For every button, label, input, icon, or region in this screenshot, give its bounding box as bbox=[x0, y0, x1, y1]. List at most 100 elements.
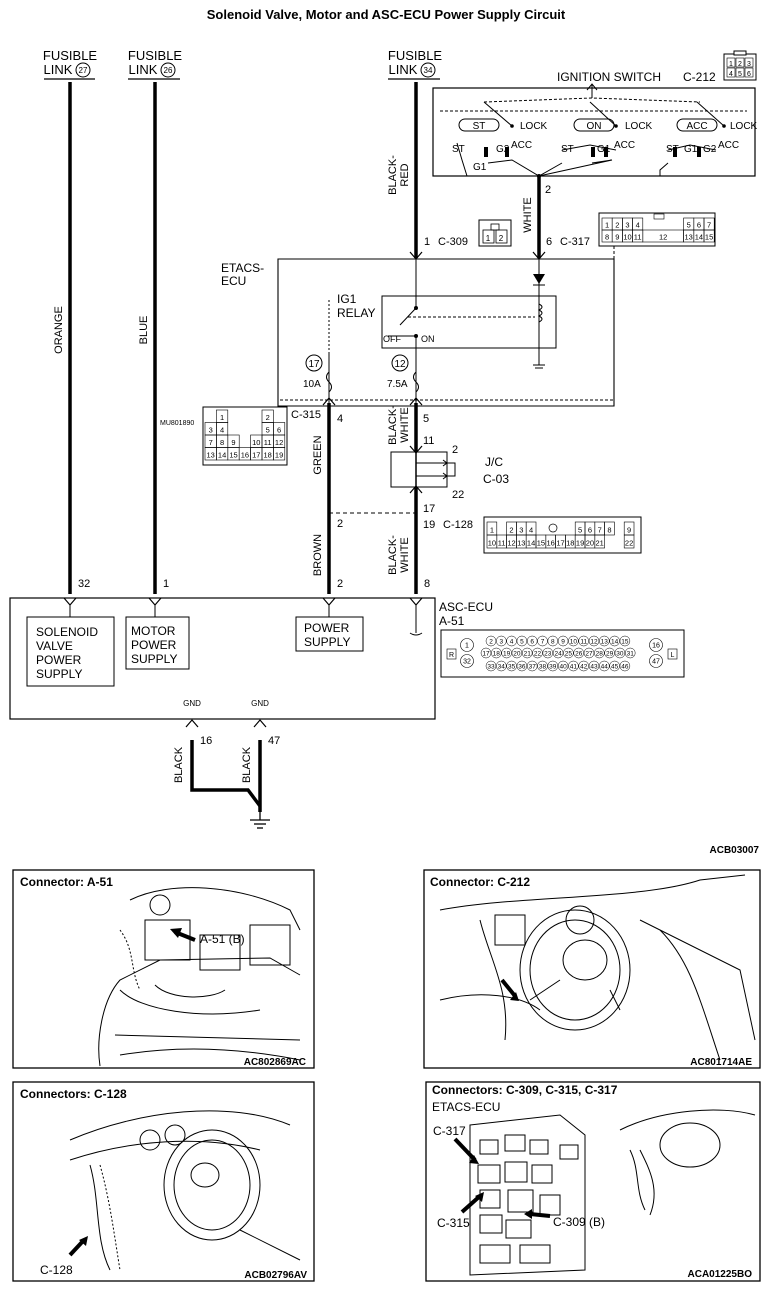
svg-text:5: 5 bbox=[423, 413, 429, 425]
wire-label-brown: BROWN bbox=[312, 534, 324, 576]
svg-text:C-315: C-315 bbox=[291, 409, 321, 421]
svg-text:RELAY: RELAY bbox=[337, 306, 375, 320]
svg-text:G1: G1 bbox=[684, 144, 698, 155]
svg-text:C-317: C-317 bbox=[433, 1124, 466, 1138]
svg-text:ST: ST bbox=[666, 144, 679, 155]
svg-text:8: 8 bbox=[220, 438, 224, 447]
svg-text:1: 1 bbox=[486, 234, 491, 243]
svg-text:ON: ON bbox=[587, 121, 602, 132]
panel-etacs-connectors: Connectors: C-309, C-315, C-317 ETACS-EC… bbox=[425, 1081, 761, 1282]
wire-label-white: WHITE bbox=[522, 197, 534, 232]
svg-text:30: 30 bbox=[616, 651, 624, 658]
svg-text:12: 12 bbox=[507, 539, 515, 548]
wire-label-blue: BLUE bbox=[138, 316, 150, 345]
panel-a51: Connector: A-51 A-51 (B) AC802869AC bbox=[12, 869, 315, 1069]
svg-text:5: 5 bbox=[738, 71, 742, 78]
svg-text:ACC: ACC bbox=[718, 140, 739, 151]
svg-text:POWER: POWER bbox=[131, 638, 177, 652]
ignition-switch: IGNITION SWITCH C-212 1 2 3 4 5 6 bbox=[432, 50, 758, 196]
dashboard-sketch bbox=[69, 1110, 301, 1271]
diagram-code: ACB03007 bbox=[710, 845, 760, 856]
svg-text:C-212: C-212 bbox=[683, 70, 716, 84]
svg-text:4: 4 bbox=[636, 221, 640, 230]
svg-text:ST: ST bbox=[473, 121, 486, 132]
fusible-link-26: FUSIBLE LINK 26 bbox=[128, 48, 182, 80]
svg-text:16: 16 bbox=[652, 643, 660, 650]
svg-text:34: 34 bbox=[498, 664, 506, 671]
svg-text:38: 38 bbox=[539, 664, 547, 671]
svg-text:SOLENOID: SOLENOID bbox=[36, 625, 98, 639]
svg-text:GND: GND bbox=[251, 699, 269, 708]
svg-text:11: 11 bbox=[580, 639, 587, 646]
svg-text:OFF: OFF bbox=[383, 334, 401, 344]
wire-label-bw-1a: BLACK- bbox=[387, 405, 399, 445]
svg-text:1: 1 bbox=[220, 413, 224, 422]
svg-text:AC802869AC: AC802869AC bbox=[244, 1057, 306, 1068]
svg-text:C-128: C-128 bbox=[40, 1263, 73, 1277]
svg-text:8: 8 bbox=[605, 233, 609, 242]
svg-text:17: 17 bbox=[482, 651, 490, 658]
svg-text:VALVE: VALVE bbox=[36, 639, 73, 653]
svg-text:46: 46 bbox=[621, 664, 629, 671]
svg-text:14: 14 bbox=[218, 451, 226, 460]
svg-text:5: 5 bbox=[266, 426, 270, 435]
svg-text:13: 13 bbox=[685, 233, 693, 242]
svg-text:18: 18 bbox=[566, 539, 574, 548]
svg-text:1: 1 bbox=[465, 643, 469, 650]
svg-text:21: 21 bbox=[524, 651, 532, 658]
wire-label-black-1: BLACK bbox=[173, 746, 185, 783]
svg-text:C-309: C-309 bbox=[438, 236, 468, 248]
svg-text:13: 13 bbox=[207, 451, 215, 460]
svg-text:47: 47 bbox=[652, 659, 660, 666]
svg-text:LOCK: LOCK bbox=[520, 121, 548, 132]
joint-connector-c03: 11 2 22 J/C C-03 17 bbox=[390, 435, 509, 515]
svg-text:10: 10 bbox=[570, 639, 578, 646]
svg-text:SUPPLY: SUPPLY bbox=[304, 635, 350, 649]
svg-text:ST: ST bbox=[561, 144, 574, 155]
harness-wires bbox=[68, 82, 541, 812]
svg-text:LOCK: LOCK bbox=[625, 121, 653, 132]
svg-text:ACC: ACC bbox=[511, 140, 532, 151]
svg-text:14: 14 bbox=[611, 639, 619, 646]
svg-text:8: 8 bbox=[607, 526, 611, 535]
svg-text:39: 39 bbox=[549, 664, 557, 671]
svg-text:G2: G2 bbox=[703, 144, 717, 155]
svg-text:2: 2 bbox=[489, 639, 493, 646]
svg-text:ST: ST bbox=[452, 144, 465, 155]
svg-text:7: 7 bbox=[598, 526, 602, 535]
svg-text:27: 27 bbox=[585, 651, 593, 658]
svg-text:3: 3 bbox=[625, 221, 629, 230]
svg-text:31: 31 bbox=[627, 651, 635, 658]
svg-text:C-317: C-317 bbox=[560, 236, 590, 248]
svg-text:6: 6 bbox=[697, 221, 701, 230]
svg-text:2: 2 bbox=[452, 444, 458, 456]
svg-text:12: 12 bbox=[590, 639, 598, 646]
svg-text:6: 6 bbox=[530, 639, 534, 646]
svg-text:13: 13 bbox=[517, 539, 525, 548]
svg-text:10: 10 bbox=[252, 438, 260, 447]
svg-text:C-315: C-315 bbox=[437, 1216, 470, 1230]
svg-text:28: 28 bbox=[596, 651, 604, 658]
svg-text:Connectors: C-309, C-315, C-31: Connectors: C-309, C-315, C-317 bbox=[432, 1083, 618, 1097]
svg-text:26: 26 bbox=[164, 66, 173, 75]
svg-text:ECU: ECU bbox=[221, 274, 246, 288]
fusible-link-27: FUSIBLE LINK 27 bbox=[43, 48, 97, 80]
wire-label-bw-2b: WHITE bbox=[399, 537, 411, 572]
svg-text:A-51: A-51 bbox=[439, 614, 465, 628]
svg-text:36: 36 bbox=[518, 664, 526, 671]
svg-text:2: 2 bbox=[545, 184, 551, 196]
svg-text:47: 47 bbox=[268, 735, 280, 747]
svg-text:FUSIBLE: FUSIBLE bbox=[388, 48, 443, 63]
svg-text:12: 12 bbox=[394, 359, 406, 370]
svg-text:17: 17 bbox=[556, 539, 564, 548]
fusible-link-34: FUSIBLE LINK 34 bbox=[388, 48, 443, 80]
svg-text:27: 27 bbox=[79, 66, 88, 75]
svg-text:6: 6 bbox=[747, 71, 751, 78]
svg-text:Connectors: C-128: Connectors: C-128 bbox=[20, 1087, 127, 1101]
svg-text:11: 11 bbox=[498, 539, 506, 548]
